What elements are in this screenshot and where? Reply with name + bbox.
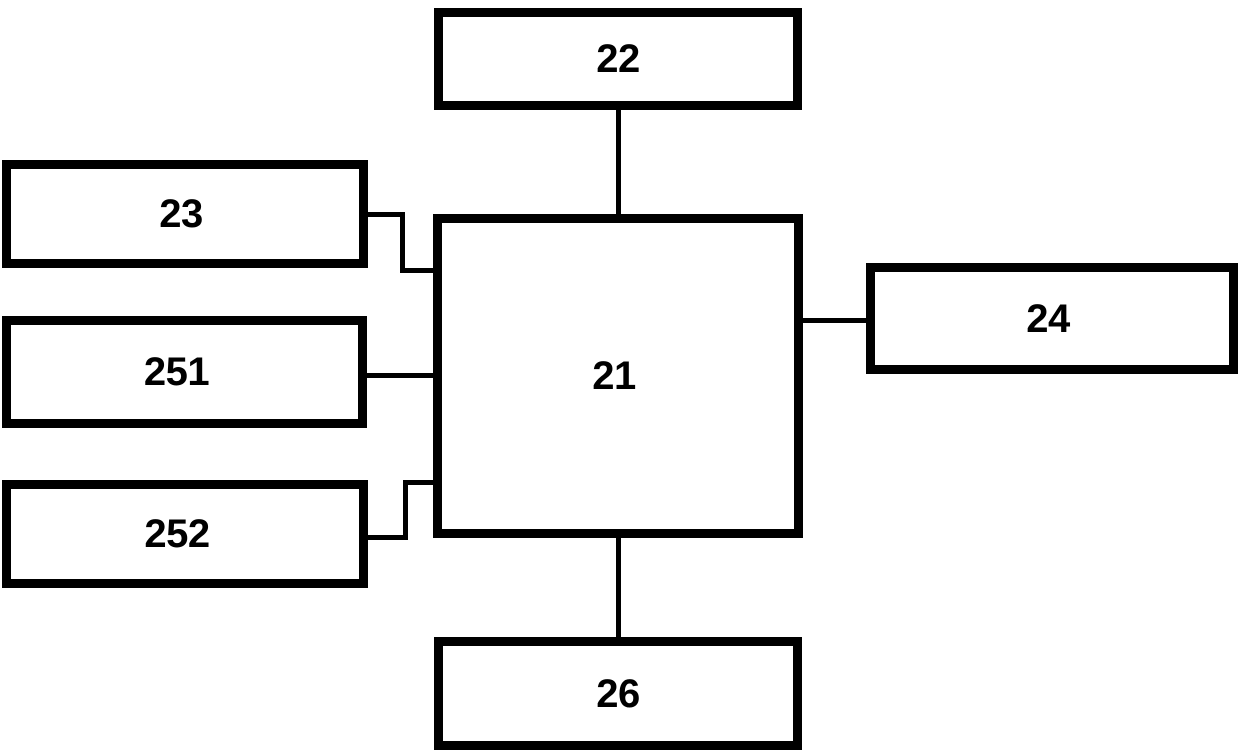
connector-251-to-21	[365, 373, 440, 378]
block-26-label: 26	[596, 671, 640, 716]
block-21-label: 21	[592, 354, 636, 398]
connector-252-to-21-segment-in	[403, 480, 440, 485]
block-22[interactable]: 22	[434, 8, 802, 110]
block-251-label: 251	[143, 350, 210, 394]
connector-252-to-21-segment-out	[366, 535, 408, 540]
connector-23-to-21-segment-in	[400, 268, 440, 273]
block-252[interactable]: 252	[2, 480, 368, 588]
block-23-label: 23	[159, 192, 203, 236]
block-252-label: 252	[144, 512, 210, 556]
block-251[interactable]: 251	[2, 316, 367, 428]
connector-23-to-21-segment-drop	[400, 212, 405, 272]
connector-21-to-24	[798, 318, 870, 323]
block-23[interactable]: 23	[2, 160, 368, 268]
block-24-label: 24	[1026, 296, 1070, 341]
block-24[interactable]: 24	[866, 263, 1238, 374]
connector-21-to-26	[616, 534, 621, 642]
block-26[interactable]: 26	[434, 637, 802, 750]
connector-22-to-21	[616, 108, 621, 218]
block-21[interactable]: 21	[433, 214, 803, 538]
block-22-label: 22	[596, 37, 640, 81]
connector-252-to-21-segment-rise	[403, 480, 408, 538]
connector-23-to-21-segment-out	[366, 212, 405, 217]
